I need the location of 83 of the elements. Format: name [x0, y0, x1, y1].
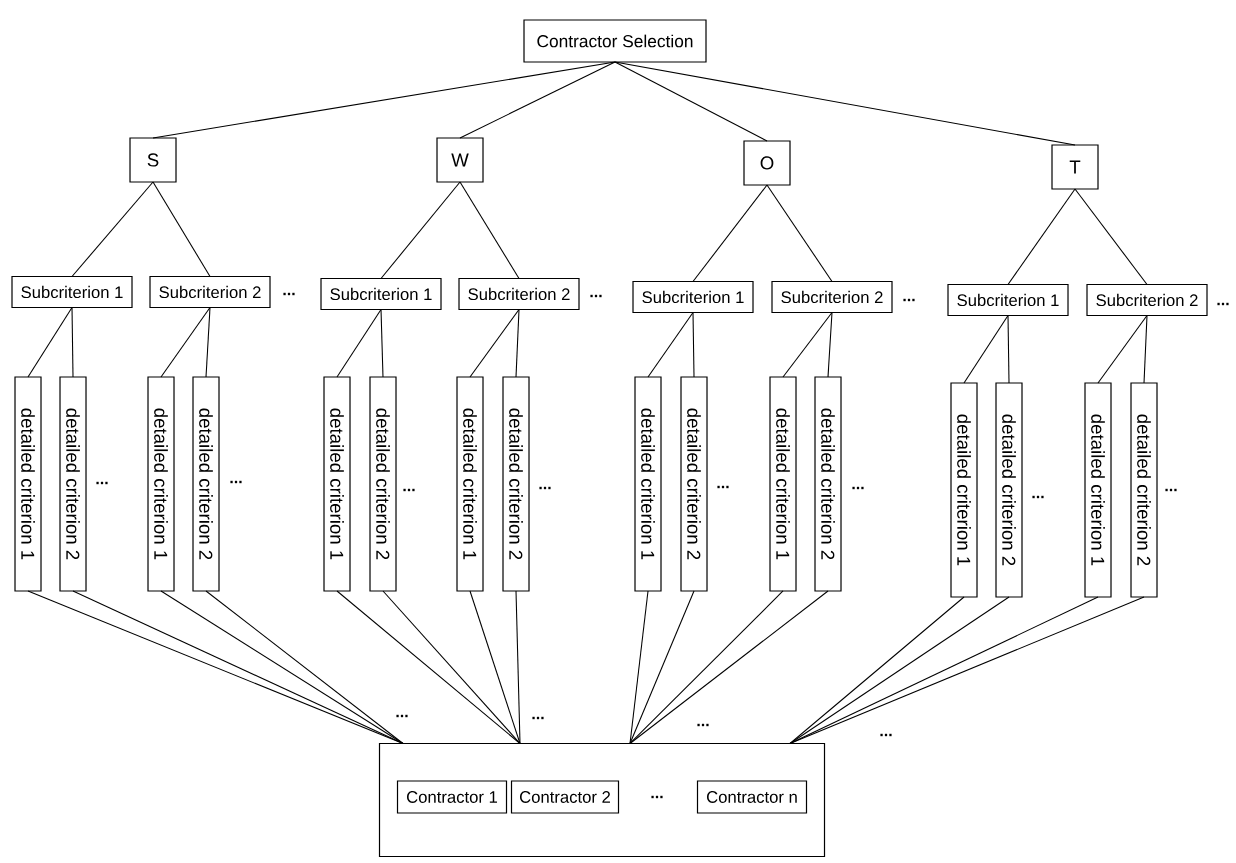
- connector-line: [629, 590, 784, 745]
- connector-line: [205, 306, 211, 378]
- connector-line: [27, 306, 73, 378]
- connector-line: [1074, 188, 1148, 286]
- contractor-box: Contractor n: [696, 780, 808, 814]
- goal-box: Contractor Selection: [523, 19, 707, 63]
- connector-line: [1097, 314, 1148, 384]
- connector-line: [459, 181, 520, 280]
- connector-line: [205, 590, 404, 745]
- connector-line: [152, 61, 616, 139]
- connector-line: [336, 308, 382, 378]
- ellipsis: ...: [532, 716, 544, 720]
- connector-line: [789, 596, 965, 745]
- ellipsis: ...: [96, 481, 108, 485]
- connector-line: [782, 311, 833, 378]
- connector-line: [160, 590, 404, 745]
- criterion-box: T: [1051, 144, 1099, 190]
- subcriterion-box: Subcriterion 1: [11, 275, 133, 309]
- connector-line: [614, 61, 768, 142]
- ellipsis: ...: [651, 795, 663, 799]
- connector-line: [382, 590, 521, 745]
- detailed-criterion-box: detailed criterion 1: [634, 376, 662, 592]
- detailed-criterion-box: detailed criterion 2: [369, 376, 397, 592]
- detailed-criterion-box: detailed criterion 2: [502, 376, 530, 592]
- connector-line: [160, 306, 211, 378]
- ellipsis: ...: [590, 294, 602, 298]
- connector-line: [692, 184, 768, 283]
- connector-line: [515, 590, 521, 745]
- connector-line: [71, 181, 154, 278]
- criterion-box: S: [129, 137, 177, 183]
- ellipsis: ...: [717, 485, 729, 489]
- subcriterion-box: Subcriterion 1: [320, 277, 442, 311]
- detailed-criterion-box: detailed criterion 1: [769, 376, 797, 592]
- detailed-criterion-box: detailed criterion 1: [147, 376, 175, 592]
- detailed-criterion-box: detailed criterion 1: [1084, 382, 1112, 598]
- subcriterion-box: Subcriterion 2: [458, 277, 580, 311]
- contractor-box: Contractor 2: [510, 780, 620, 814]
- connector-line: [963, 314, 1009, 384]
- detailed-criterion-box: detailed criterion 2: [1130, 382, 1158, 598]
- connector-line: [692, 311, 695, 378]
- connector-line: [629, 590, 829, 745]
- criterion-box: O: [743, 140, 791, 186]
- connector-line: [515, 308, 520, 378]
- connector-line: [827, 311, 833, 378]
- subcriterion-box: Subcriterion 2: [149, 275, 271, 309]
- connector-line: [647, 311, 694, 378]
- connector-line: [380, 308, 384, 378]
- subcriterion-box: Subcriterion 1: [947, 283, 1069, 317]
- ellipsis: ...: [697, 723, 709, 727]
- criterion-box: W: [436, 137, 484, 183]
- connector-line: [1143, 314, 1148, 384]
- connector-line: [459, 61, 616, 139]
- subcriterion-box: Subcriterion 2: [1086, 283, 1208, 317]
- ellipsis: ...: [283, 292, 295, 296]
- subcriterion-box: Subcriterion 1: [632, 280, 754, 314]
- subcriterion-box: Subcriterion 2: [771, 280, 893, 314]
- connector-line: [71, 306, 74, 378]
- detailed-criterion-box: detailed criterion 2: [59, 376, 87, 592]
- detailed-criterion-box: detailed criterion 2: [192, 376, 220, 592]
- ellipsis: ...: [396, 714, 408, 718]
- detailed-criterion-box: detailed criterion 2: [995, 382, 1023, 598]
- detailed-criterion-box: detailed criterion 2: [814, 376, 842, 592]
- ellipsis: ...: [880, 733, 892, 737]
- connector-line: [469, 590, 521, 745]
- connector-line: [766, 184, 833, 283]
- ellipsis: ...: [403, 488, 415, 492]
- connector-line: [469, 308, 520, 378]
- connector-line: [1007, 188, 1076, 286]
- connector-line: [380, 181, 461, 280]
- ellipsis: ...: [903, 298, 915, 302]
- connector-line: [1007, 314, 1010, 384]
- connector-line: [614, 61, 1076, 146]
- detailed-criterion-box: detailed criterion 1: [14, 376, 42, 592]
- connector-line: [152, 181, 211, 278]
- detailed-criterion-box: detailed criterion 1: [950, 382, 978, 598]
- detailed-criterion-box: detailed criterion 1: [456, 376, 484, 592]
- detailed-criterion-box: detailed criterion 2: [680, 376, 708, 592]
- connector-line: [629, 590, 649, 745]
- connector-line: [789, 596, 1010, 745]
- connector-line: [629, 590, 695, 745]
- ellipsis: ...: [1032, 495, 1044, 499]
- contractor-box: Contractor 1: [396, 780, 508, 814]
- detailed-criterion-box: detailed criterion 1: [323, 376, 351, 592]
